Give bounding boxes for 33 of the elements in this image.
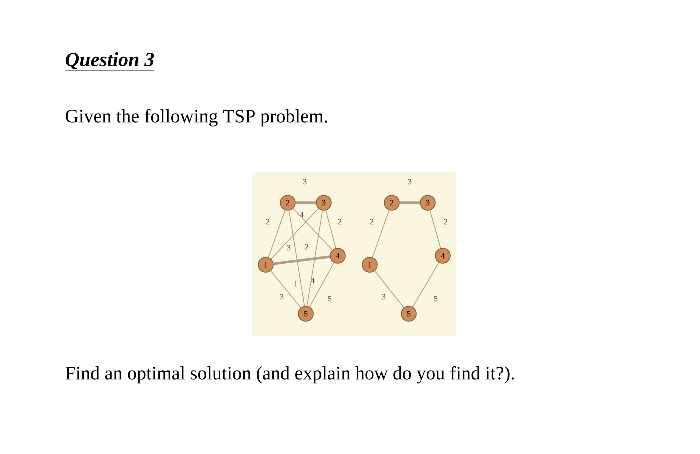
- graph-edge: [412, 262, 440, 308]
- graph-edge: [374, 270, 404, 308]
- graph-edge: [274, 256, 330, 266]
- edge-label: 5: [328, 296, 332, 302]
- graph-edge: [326, 210, 336, 249]
- sentence: Find an optimal solution (and explain how do you find it?).: [66, 366, 514, 384]
- edge-label: 2: [305, 244, 309, 250]
- edge-label: 4: [300, 212, 304, 218]
- graph-edge: [271, 208, 319, 260]
- edge-label: 1: [294, 281, 298, 287]
- sentence: Given the following TSP problem.: [66, 109, 328, 127]
- graph-edge: [372, 210, 390, 258]
- edge-label: 5: [434, 296, 438, 302]
- heading: Question 3: [65, 52, 155, 72]
- graph-edge: [309, 262, 335, 308]
- graph-edge: [268, 210, 286, 258]
- graph-edge: [270, 270, 302, 308]
- edge-label: 4: [311, 278, 315, 284]
- edge-label: 2: [444, 219, 448, 225]
- graph-edge: [400, 202, 420, 204]
- edge-label: 3: [287, 245, 291, 251]
- edge-label: 3: [408, 179, 412, 185]
- graph-edge: [293, 208, 333, 251]
- edge-label: 3: [303, 179, 307, 185]
- edge-label: 2: [266, 219, 270, 225]
- edge-label: 2: [338, 219, 342, 225]
- graph-edge: [296, 202, 316, 204]
- edge-label: 2: [370, 219, 374, 225]
- graph-edge: [430, 210, 442, 249]
- edge-label: 3: [280, 294, 284, 300]
- graph-edge: [306, 210, 324, 307]
- graph-edge: [288, 210, 306, 307]
- edge-label: 3: [382, 294, 386, 300]
